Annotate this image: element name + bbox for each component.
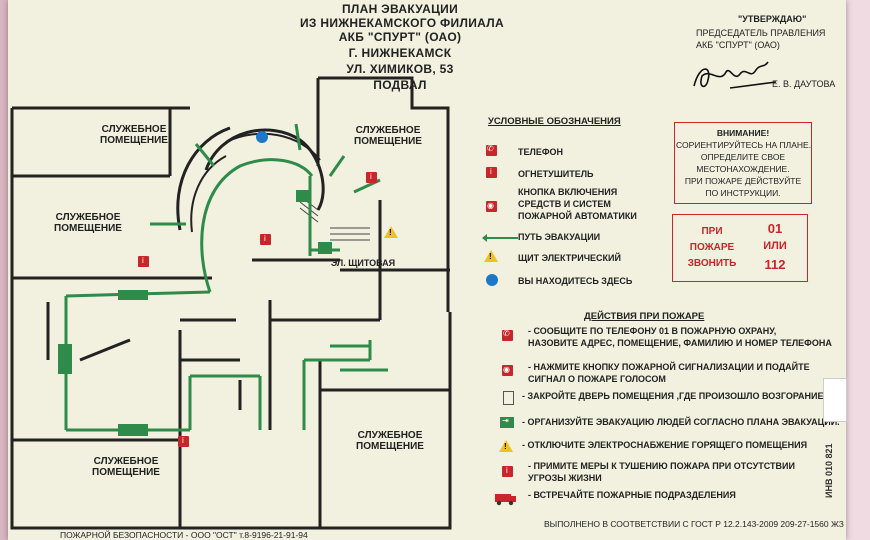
approval-role: ПРЕДСЕДАТЕЛЬ ПРАВЛЕНИЯ: [696, 28, 826, 38]
call-label-2: ПОЖАРЕ: [689, 242, 735, 253]
fire-button-icon: [486, 201, 497, 212]
extinguisher-icon: [260, 234, 271, 245]
action-line-7: - ОТКЛЮЧИТЕ ЭЛЕКТРОСНАБЖЕНИЕ ГОРЯЩЕГО ПО…: [522, 440, 808, 450]
call-label-3: ЗВОНИТЬ: [687, 258, 737, 269]
action-line-8: - ПРИМИТЕ МЕРЫ К ТУШЕНИЮ ПОЖАРА ПРИ ОТСУ…: [528, 461, 795, 471]
extinguisher-icon: [178, 436, 189, 447]
you-are-here-icon: [486, 274, 498, 286]
evacuation-route-icon: [482, 234, 518, 242]
attention-line-4: МЕСТОНАХОЖДЕНИЕ.: [696, 164, 790, 174]
floor-plan: [10, 76, 452, 530]
call-number-112: 112: [764, 257, 786, 272]
electrical-room-label: ЭЛ. ЩИТОВАЯ: [330, 258, 396, 268]
legend-route: ПУТЬ ЭВАКУАЦИИ: [518, 232, 601, 242]
legend-here: ВЫ НАХОДИТЕСЬ ЗДЕСЬ: [518, 276, 633, 286]
title-line-3: АКБ "СПУРТ" (ОАО): [338, 30, 462, 44]
action-line-2: НАЗОВИТЕ АДРЕС, ПОМЕЩЕНИЕ, ФАМИЛИЮ И НОМ…: [528, 338, 832, 348]
actions-heading: ДЕЙСТВИЯ ПРИ ПОЖАРЕ: [584, 311, 705, 322]
approval-name: Е. В. ДАУТОВА: [772, 79, 836, 89]
sticker-label: [823, 378, 847, 422]
fire-truck-icon: [495, 494, 516, 506]
attention-line-1: ВНИМАНИЕ!: [716, 128, 770, 138]
attention-line-3: ОПРЕДЕЛИТЕ СВОЕ: [700, 152, 786, 162]
attention-box: [674, 122, 812, 204]
inventory-number: ИНВ 010 821: [824, 443, 834, 498]
action-line-10: - ВСТРЕЧАЙТЕ ПОЖАРНЫЕ ПОДРАЗДЕЛЕНИЯ: [528, 490, 736, 500]
electrical-panel-icon: [384, 226, 398, 238]
legend-phone: ТЕЛЕФОН: [518, 147, 563, 157]
action-line-6: - ОРГАНИЗУЙТЕ ЭВАКУАЦИЮ ЛЮДЕЙ СОГЛАСНО П…: [522, 417, 840, 427]
legend-panel: ЩИТ ЭЛЕКТРИЧЕСКИЙ: [518, 253, 621, 263]
signature-icon: [693, 61, 777, 89]
attention-line-5: ПРИ ПОЖАРЕ ДЕЙСТВУЙТЕ: [684, 176, 802, 186]
approval-org: АКБ "СПУРТ" (ОАО): [696, 40, 780, 50]
extinguisher-icon: [486, 167, 497, 178]
fire-button-icon: [502, 365, 513, 376]
action-line-9: УГРОЗЫ ЖИЗНИ: [528, 473, 602, 483]
action-line-3: - НАЖМИТЕ КНОПКУ ПОЖАРНОЙ СИГНАЛИЗАЦИИ И…: [528, 362, 810, 372]
call-or: ИЛИ: [763, 240, 787, 252]
title-line-1: ПЛАН ЭВАКУАЦИИ: [341, 2, 459, 16]
door-icon: [503, 391, 514, 405]
evacuation-exit-icon: [500, 416, 514, 428]
extinguisher-icon: [366, 172, 377, 183]
phone-icon: [486, 144, 497, 156]
legend-heading: УСЛОВНЫЕ ОБОЗНАЧЕНИЯ: [488, 116, 621, 127]
electrical-panel-icon: [484, 250, 498, 262]
title-line-4: Г. НИЖНЕКАМСК: [348, 46, 452, 60]
approval-header: "УТВЕРЖДАЮ": [738, 14, 807, 24]
call-label-1: ПРИ: [701, 226, 723, 237]
action-line-4: СИГНАЛ О ПОЖАРЕ ГОЛОСОМ: [528, 374, 666, 384]
footer-gost: ВЫПОЛНЕНО В СООТВЕТСТВИИ С ГОСТ Р 12.2.1…: [544, 519, 844, 529]
attention-line-6: ПО ИНСТРУКЦИИ.: [705, 188, 781, 198]
legend-button-2: СРЕДСТВ И СИСТЕМ: [518, 199, 611, 209]
call-box: [672, 214, 808, 282]
footer-company: ПОЖАРНОЙ БЕЗОПАСНОСТИ - ООО "ОСТ" т.8-91…: [60, 530, 308, 540]
extinguisher-icon: [502, 466, 513, 477]
electrical-panel-icon: [499, 440, 513, 452]
action-line-5: - ЗАКРОЙТЕ ДВЕРЬ ПОМЕЩЕНИЯ ,ГДЕ ПРОИЗОШЛ…: [522, 391, 824, 401]
title-line-5: УЛ. ХИМИКОВ, 53: [346, 62, 454, 76]
attention-line-2: СОРИЕНТИРУЙТЕСЬ НА ПЛАНЕ.: [676, 140, 812, 150]
extinguisher-icon: [138, 256, 149, 267]
action-line-1: - СООБЩИТЕ ПО ТЕЛЕФОНУ 01 В ПОЖАРНУЮ ОХР…: [528, 326, 777, 336]
title-line-2: ИЗ НИЖНЕКАМСКОГО ФИЛИАЛА: [300, 16, 504, 30]
legend-extinguisher: ОГНЕТУШИТЕЛЬ: [518, 169, 594, 179]
legend-button-3: ПОЖАРНОЙ АВТОМАТИКИ: [518, 211, 637, 221]
phone-icon: [502, 329, 513, 341]
call-number-01: 01: [767, 221, 783, 236]
you-are-here-icon: [256, 131, 268, 143]
legend-button-1: КНОПКА ВКЛЮЧЕНИЯ: [518, 187, 618, 197]
